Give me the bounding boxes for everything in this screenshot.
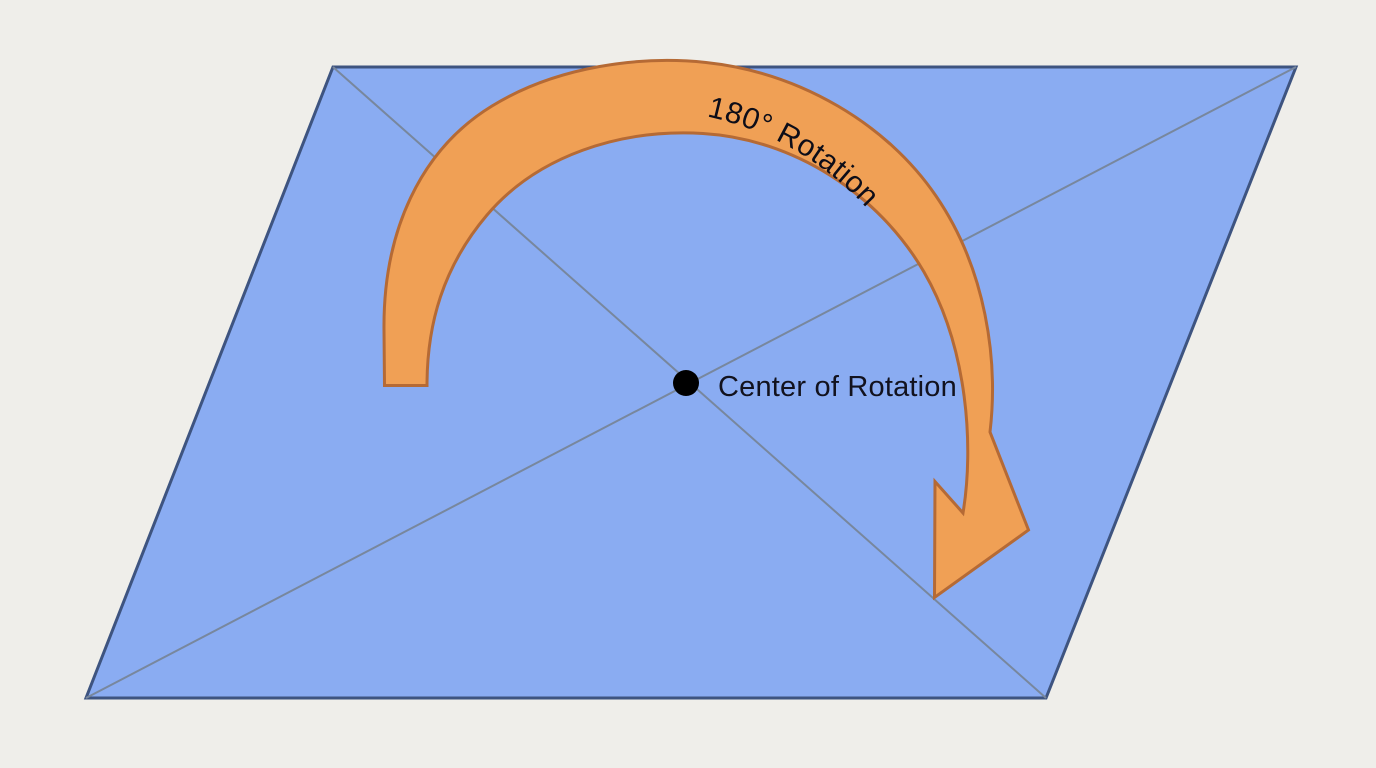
center-of-rotation-label: Center of Rotation [718, 371, 957, 403]
center-of-rotation-dot [673, 370, 699, 396]
rotation-arrow-path [382, 58, 1031, 601]
